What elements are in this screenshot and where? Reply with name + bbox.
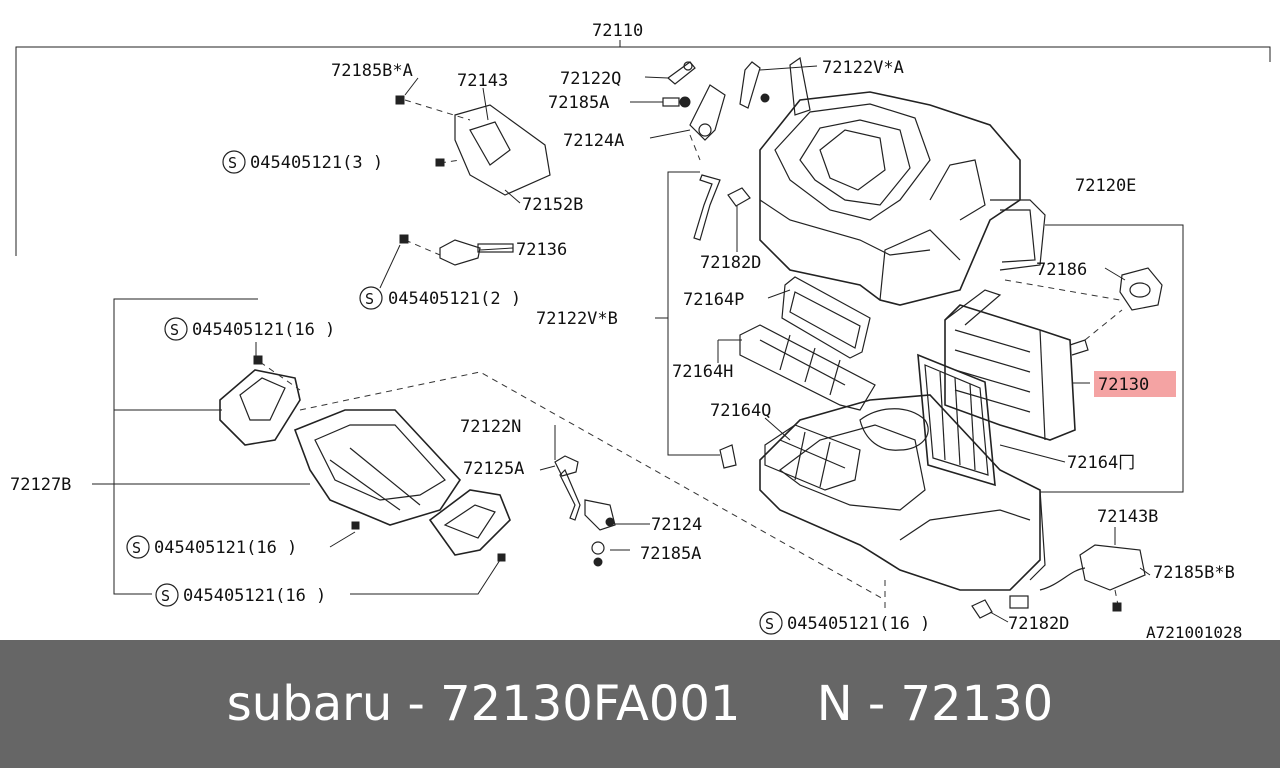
rod-72122V-B [655,171,737,469]
heater-case-upper [759,56,1046,306]
label-screw-16-c: 045405121(16 ) [183,586,326,606]
label-72122N: 72122N [460,417,521,437]
label-72143: 72143 [457,71,508,91]
label-72125A: 72125A [463,459,524,479]
label-72185A-top: 72185A [548,93,609,113]
label-72120E: 72120E [1075,176,1136,196]
clip-72182D-bottom [971,599,993,619]
lever-72124 [584,499,616,567]
bolt-screw-3 [435,158,445,167]
rod-72122V-A [739,61,770,109]
screw-s-symbol: S [170,321,179,339]
seal-72186 [1004,267,1163,341]
screw-label-16-c: S 045405121(16 ) [155,583,326,607]
screw-label-3: S 045405121(3 ) [222,150,383,174]
label-72185B-A: 72185B*A [331,61,413,81]
footer-bar: subaru - 72130FA001 N - 72130 [0,640,1280,768]
label-72182D-bottom: 72182D [1008,614,1069,634]
highlight-72130 [1094,371,1176,397]
screw-s-symbol: S [228,154,237,172]
screw-label-16-b: S 045405121(16 ) [126,535,297,559]
duct-72127B [219,355,511,562]
label-72122V-A: 72122V*A [822,58,904,78]
lever-72122Q [667,61,696,85]
label-assembly: 72110 [592,21,643,41]
part-labels: 72110 72185B*A 72143 72152B 72122Q 72185… [10,21,1242,640]
heater-core-72130 [944,289,1089,441]
assembly-bracket [15,40,1271,256]
bolt-72185B-A [395,95,405,105]
label-diagram-code: A721001028 [1146,623,1242,640]
bracket-72143B [1009,544,1146,612]
screw-label-16-d: S 045405121(16 ) [759,611,930,635]
screw-s-symbol: S [132,539,141,557]
screw-s-symbol: S [161,587,170,605]
heater-case-lower [759,394,1046,591]
bracket-72127B [92,298,310,595]
label-screw-2: 045405121(2 ) [388,289,521,309]
screw-label-16-a: S 045405121(16 ) [164,317,335,341]
label-72124A: 72124A [563,131,624,151]
label-screw-16-d: 045405121(16 ) [787,614,930,634]
screw-s-symbol: S [365,290,374,308]
filter-72164P [781,276,871,359]
label-72136: 72136 [516,240,567,260]
lever-72122N [554,425,581,521]
label-72185B-B: 72185B*B [1153,563,1235,583]
part-number-caption: subaru - 72130FA001 N - 72130 [226,676,1054,732]
sensor-72136 [399,234,514,266]
label-72124: 72124 [651,515,702,535]
label-72143B: 72143B [1097,507,1158,527]
clip-72182D-top [727,187,751,252]
label-screw-3: 045405121(3 ) [250,153,383,173]
label-72164Q: 72164Q [710,401,771,421]
lever-72124A [689,84,726,161]
bracket-72120E [1040,224,1184,493]
label-72182D-top: 72182D [700,253,761,273]
label-72164H: 72164H [672,362,733,382]
parts-diagram: 72110 72185B*A 72143 72152B 72122Q 72185… [10,21,1271,640]
label-72122Q: 72122Q [560,69,621,89]
label-72164O: 72164冂 [1067,453,1135,473]
leader-lines [255,65,1151,623]
label-screw-16-b: 045405121(16 ) [154,538,297,558]
label-72130: 72130 [1098,375,1149,395]
label-72185A-bottom: 72185A [640,544,701,564]
label-72152B: 72152B [522,195,583,215]
grille-72164H [739,324,876,411]
bolt-72185A-top [662,96,691,108]
label-72127B: 72127B [10,475,71,495]
label-screw-16-a: 045405121(16 ) [192,320,335,340]
grille-72164Q [764,424,861,491]
label-72186: 72186 [1036,260,1087,280]
label-72122V-B: 72122V*B [536,309,618,329]
bracket-72143 [404,99,551,196]
filter-72164O [917,353,996,487]
screw-label-2: S 045405121(2 ) [359,286,521,310]
screw-s-symbol: S [765,615,774,633]
label-72164P: 72164P [683,290,744,310]
diagram-drawing: 72110 72185B*A 72143 72152B 72122Q 72185… [10,21,1271,640]
